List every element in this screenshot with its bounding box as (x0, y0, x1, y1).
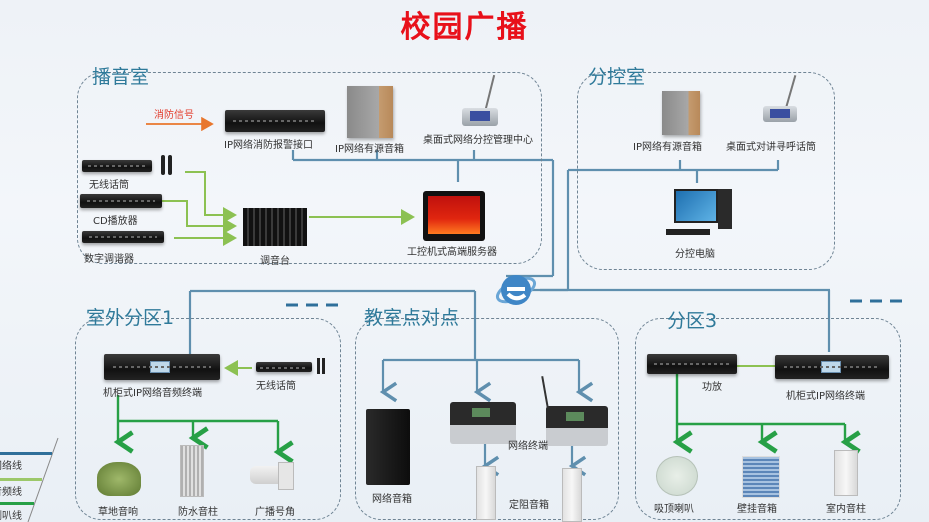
mixer-device (243, 208, 307, 246)
ip-active-speaker-device (347, 86, 393, 138)
control-pc-label: 分控电脑 (675, 249, 715, 260)
legend-label-audio: 音频线 (0, 487, 22, 498)
legend-line-audio (0, 478, 42, 481)
sub-ip-speaker-device (662, 91, 700, 135)
network-terminal-label: 网络终端 (508, 441, 548, 452)
diagram-title: 校园广播 (400, 10, 529, 45)
lawn-speaker-device (97, 462, 141, 496)
ip-active-speaker-label: IP网络有源音箱 (335, 144, 404, 155)
microphone-icon (161, 155, 175, 175)
fire-signal-label: 消防信号 (154, 110, 194, 121)
cd-player-label: CD播放器 (93, 216, 138, 227)
cd-player-device (80, 194, 162, 208)
waterproof-column-label: 防水音柱 (178, 507, 218, 518)
indoor-column-device (834, 450, 858, 496)
sub-ip-speaker-label: IP网络有源音箱 (633, 142, 702, 153)
mixer-label: 调音台 (260, 256, 290, 267)
zone-sub-control-room (577, 72, 835, 270)
amplifier-device (647, 354, 737, 374)
zone-outdoor-1 (75, 318, 341, 520)
ceiling-speaker-device (656, 456, 698, 496)
network-lines (188, 150, 831, 477)
fire-alarm-interface-device (225, 110, 325, 132)
server-label: 工控机式高端服务器 (407, 247, 497, 258)
wall-speaker-device (742, 456, 780, 498)
desktop-control-center-label: 桌面式网络分控管理中心 (423, 135, 533, 146)
fixed-impedance-speaker-label: 定阻音箱 (509, 500, 549, 511)
fire-alarm-interface-label: IP网络消防报警接口 (224, 140, 313, 151)
server-device (423, 191, 485, 241)
control-pc-device (666, 189, 736, 239)
digital-tuner-label: 数字调谐器 (84, 254, 134, 265)
network-terminal-device-1 (450, 402, 516, 444)
outdoor-rack-terminal-device (104, 354, 220, 380)
internet-explorer-icon (494, 268, 538, 312)
outdoor-wireless-mic-device (256, 362, 312, 372)
zone-title-sub-control-room: 分控室 (588, 66, 646, 88)
zone-title-outdoor-1: 室外分区1 (86, 307, 175, 329)
wireless-mic-receiver-device (82, 160, 152, 172)
legend-label-network: 网络线 (0, 461, 22, 472)
speaker-lines (113, 374, 861, 464)
legend-label-speaker: 喇叭线 (0, 511, 22, 522)
zone-broadcast-room (77, 72, 542, 264)
wireless-mic-label: 无线话筒 (89, 180, 129, 191)
fixed-impedance-speaker-1 (476, 466, 496, 520)
lawn-speaker-label: 草地音响 (98, 507, 138, 518)
network-speaker-device (366, 409, 410, 485)
outdoor-microphone-icon (317, 358, 327, 374)
digital-tuner-device (82, 231, 164, 243)
desktop-paging-mic-label: 桌面式对讲寻呼话筒 (726, 142, 816, 153)
zone-title-classroom: 教室点对点 (364, 307, 460, 329)
network-terminal-device-2 (541, 376, 608, 446)
outdoor-wireless-mic-label: 无线话筒 (256, 381, 296, 392)
indoor-column-label: 室内音柱 (826, 504, 866, 515)
network-speaker-label: 网络音箱 (372, 494, 412, 505)
ceiling-speaker-label: 吸顶喇叭 (654, 504, 694, 515)
zone3-rack-terminal-device (775, 355, 889, 379)
fixed-impedance-speaker-2 (562, 468, 582, 522)
horn-speaker-device (250, 462, 294, 496)
outdoor-rack-terminal-label: 机柜式IP网络音频终端 (103, 388, 202, 399)
horn-speaker-label: 广播号角 (255, 507, 295, 518)
waterproof-column-device (180, 445, 204, 497)
zone3-rack-terminal-label: 机柜式IP网络终端 (786, 391, 865, 402)
amplifier-label: 功放 (702, 382, 722, 393)
wall-speaker-label: 壁挂音箱 (737, 504, 777, 515)
legend-line-speaker (0, 502, 34, 505)
desktop-paging-mic-device (763, 74, 799, 124)
zone-3 (635, 318, 901, 520)
desktop-control-center-device (462, 74, 498, 128)
legend-line-network (0, 452, 52, 455)
zone-title-3: 分区3 (667, 310, 718, 332)
zone-title-broadcast-room: 播音室 (92, 66, 150, 88)
audio-lines (162, 171, 775, 376)
